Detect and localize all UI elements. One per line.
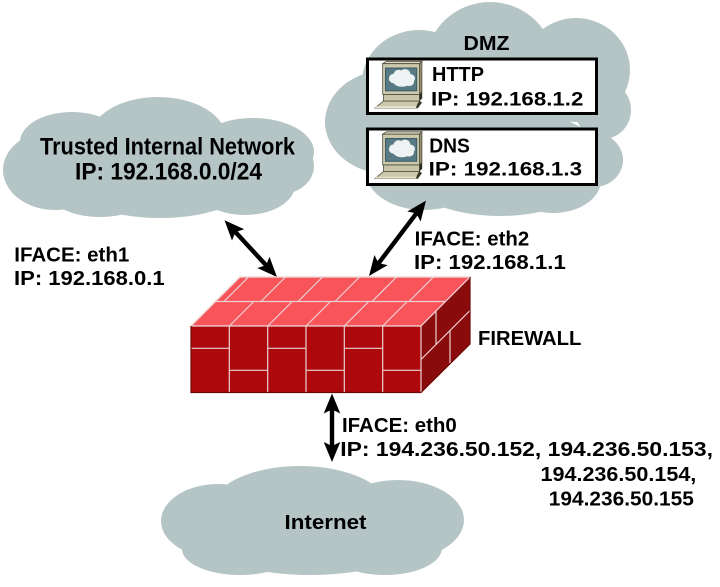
svg-text:Internet: Internet [285, 512, 367, 534]
svg-text:DNS: DNS [429, 135, 470, 157]
svg-text:IP: 192.168.0.1: IP: 192.168.0.1 [14, 268, 165, 290]
svg-text:194.236.50.154,: 194.236.50.154, [541, 464, 697, 486]
svg-text:IP: 192.168.1.1: IP: 192.168.1.1 [414, 252, 566, 274]
svg-text:IFACE: eth1: IFACE: eth1 [14, 245, 129, 267]
svg-text:IP: 192.168.0.0/24: IP: 192.168.0.0/24 [75, 158, 263, 185]
svg-text:IFACE: eth2: IFACE: eth2 [415, 228, 530, 250]
svg-text:IP: 194.236.50.152, 194.236.50: IP: 194.236.50.152, 194.236.50.153, [340, 439, 713, 461]
svg-text:HTTP: HTTP [432, 64, 484, 86]
svg-text:FIREWALL: FIREWALL [478, 328, 581, 350]
svg-text:Trusted Internal Network: Trusted Internal Network [40, 134, 296, 161]
svg-text:IFACE: eth0: IFACE: eth0 [342, 415, 457, 437]
svg-text:DMZ: DMZ [464, 32, 510, 55]
svg-text:IP: 192.168.1.2: IP: 192.168.1.2 [431, 88, 584, 110]
svg-text:IP: 192.168.1.3: IP: 192.168.1.3 [429, 159, 583, 181]
svg-text:194.236.50.155: 194.236.50.155 [549, 489, 694, 511]
